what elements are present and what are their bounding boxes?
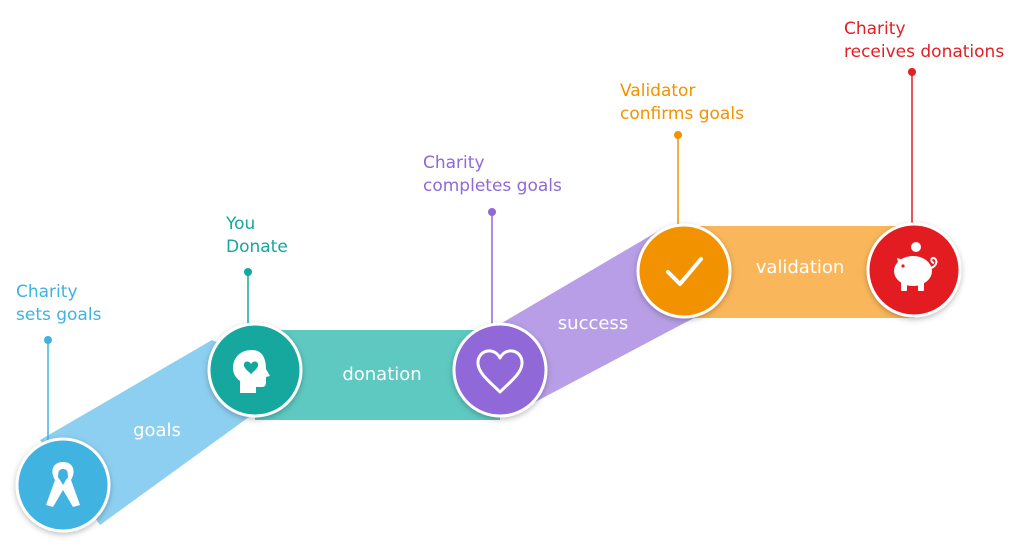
caption-line-1: Charity bbox=[423, 153, 485, 173]
band-validation-label: validation bbox=[756, 257, 845, 278]
band-success-label: success bbox=[558, 313, 628, 334]
leader-validator-confirms-goals bbox=[674, 131, 682, 226]
caption-validator-confirms-goals: Validator confirms goals bbox=[620, 80, 744, 126]
caption-line-2: Donate bbox=[226, 237, 288, 257]
leader-you-donate bbox=[244, 268, 252, 330]
caption-line-1: Charity bbox=[844, 19, 906, 39]
leader-charity-sets-goals bbox=[44, 336, 52, 440]
band-donation-label: donation bbox=[342, 364, 421, 385]
step-circle-charity-completes-goals bbox=[452, 322, 548, 418]
leader-charity-receives-donations bbox=[908, 68, 916, 226]
caption-charity-receives-donations: Charity receives donations bbox=[844, 18, 1004, 64]
caption-line-1: Validator bbox=[620, 81, 696, 101]
caption-line-2: receives donations bbox=[844, 42, 1005, 62]
step-circle-validator-confirms-goals bbox=[636, 223, 732, 319]
caption-charity-completes-goals: Charity completes goals bbox=[423, 152, 562, 198]
step-circle-charity-sets-goals bbox=[15, 437, 111, 533]
leader-charity-completes-goals bbox=[488, 208, 496, 330]
step-circle-you-donate bbox=[207, 322, 303, 418]
awareness-ribbon-icon bbox=[46, 462, 80, 507]
caption-line-1: You bbox=[226, 214, 256, 234]
caption-line-2: completes goals bbox=[423, 176, 562, 196]
head-heart-icon bbox=[233, 350, 270, 393]
caption-charity-sets-goals: Charity sets goals bbox=[16, 281, 101, 327]
piggy-bank-icon bbox=[894, 242, 938, 291]
caption-you-donate: You Donate bbox=[226, 213, 288, 259]
caption-line-2: confirms goals bbox=[620, 104, 744, 124]
caption-line-1: Charity bbox=[16, 282, 78, 302]
heart-outline-icon bbox=[476, 349, 524, 394]
checkmark-icon bbox=[666, 257, 703, 286]
step-circle-charity-receives-donations bbox=[866, 222, 962, 318]
band-goals-label: goals bbox=[133, 420, 181, 441]
caption-line-2: sets goals bbox=[16, 305, 102, 325]
